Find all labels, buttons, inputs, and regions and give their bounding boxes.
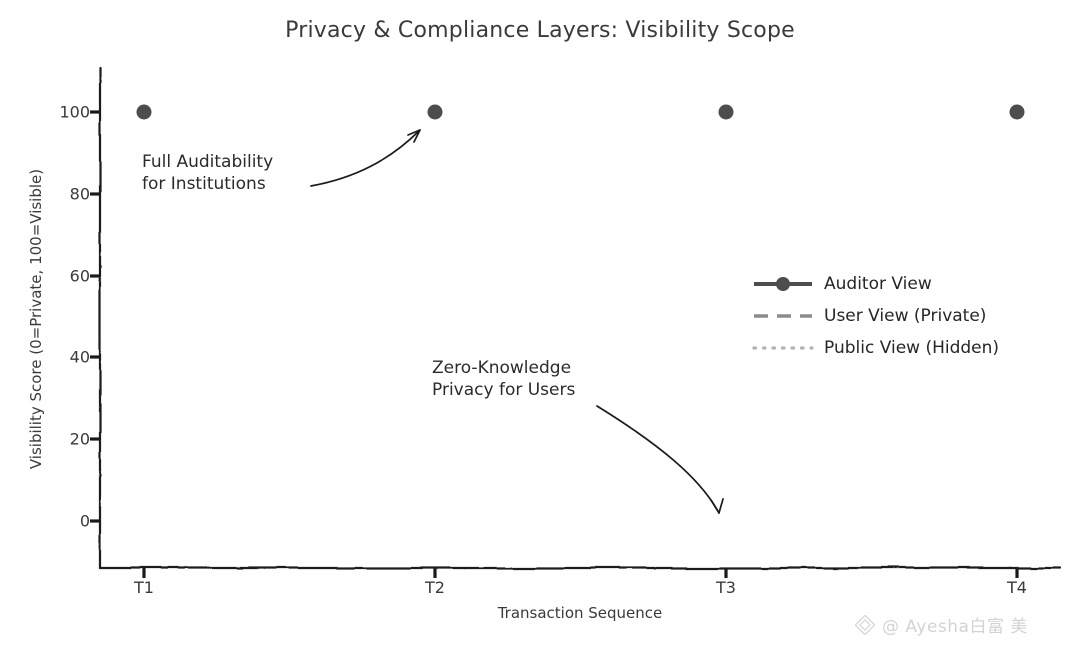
chart-legend: Auditor View User View (Private) Public …: [752, 268, 1052, 364]
legend-label-auditor-view: Auditor View: [824, 274, 932, 294]
x-tick-t4: T4: [1007, 578, 1027, 597]
y-tick-20: 20: [69, 429, 90, 449]
chart-title: Privacy & Compliance Layers: Visibility …: [285, 18, 795, 43]
y-tick-marks: [90, 110, 100, 523]
legend-item-public-view[interactable]: Public View (Hidden): [752, 332, 1052, 364]
legend-label-public-view: Public View (Hidden): [824, 338, 1000, 358]
x-axis-label: Transaction Sequence: [497, 604, 663, 622]
x-tick-t2: T2: [425, 578, 445, 597]
x-tick-t3: T3: [716, 578, 736, 597]
legend-sample-solid-marker-icon: [752, 272, 814, 296]
data-point-t4: [1009, 104, 1025, 120]
watermark: @ Ayesha白富 美: [855, 612, 1028, 637]
legend-label-user-view: User View (Private): [824, 306, 987, 326]
data-point-t3: [718, 104, 734, 120]
series-auditor-view: [136, 104, 1025, 120]
y-tick-0: 0: [79, 511, 90, 531]
annotation-full-auditability: Full Auditability for Institutions: [142, 152, 274, 194]
annotation-arrow-zero-knowledge: [596, 405, 724, 514]
y-tick-80: 80: [69, 184, 90, 204]
data-point-t2: [427, 104, 443, 120]
annotation-arrow-full-auditability: [310, 129, 421, 187]
legend-sample-dotted-icon: [752, 336, 814, 360]
x-tick-marks: [142, 568, 1019, 578]
annotation-zero-knowledge: Zero-Knowledge Privacy for Users: [432, 358, 576, 400]
y-tick-60: 60: [69, 266, 90, 286]
watermark-text: @ Ayesha白富 美: [882, 617, 1028, 637]
legend-item-user-view[interactable]: User View (Private): [752, 300, 1052, 332]
y-axis-ticks: 0 20 40 60 80 100: [20, 0, 90, 654]
legend-item-auditor-view[interactable]: Auditor View: [752, 268, 1052, 300]
x-tick-t1: T1: [134, 578, 154, 597]
data-point-t1: [136, 104, 152, 120]
y-tick-100: 100: [59, 102, 90, 122]
diamond-logo-icon: [855, 614, 875, 635]
legend-sample-dashed-icon: [752, 304, 814, 328]
axis-spines: [98, 66, 1062, 570]
y-tick-40: 40: [69, 347, 90, 367]
